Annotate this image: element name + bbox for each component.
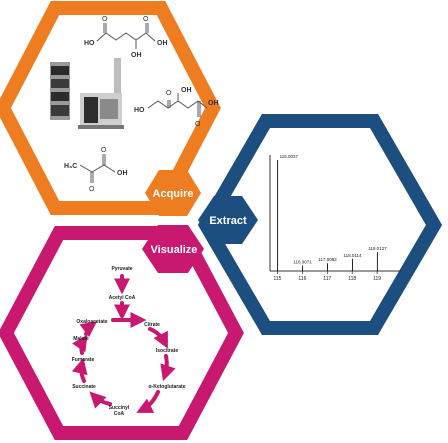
mol-top-oh-sub: OH xyxy=(131,52,142,59)
mol-bot-o-bottom: O xyxy=(89,186,95,193)
pathway-oxaloacetate: Oxaloacetate xyxy=(76,319,107,325)
arrow-citrate-isocitrate xyxy=(148,327,168,349)
hub-acquire-hexagon xyxy=(145,170,201,216)
hub-extract-hexagon xyxy=(198,196,258,244)
arrow-isocitrate-keto xyxy=(160,354,176,382)
arrow-succinyl-succinate xyxy=(89,391,112,409)
mol-bot-h3c: H₃C xyxy=(64,163,77,170)
mol-mid-oh-top: OH xyxy=(181,87,192,94)
hub-visualize-hexagon xyxy=(142,225,204,273)
arrow-malate-oxalo xyxy=(79,321,98,338)
mol-top-o1: O xyxy=(102,16,108,23)
spectrum-tick-label-3: 118 xyxy=(348,276,356,282)
tca-cycle-arrows xyxy=(71,274,176,413)
mol-top-oh: OH xyxy=(157,40,168,47)
hub-extract: Extract xyxy=(198,196,258,244)
arrow-succinate-fumarate xyxy=(71,357,88,383)
pathway-malate: Malate xyxy=(73,336,89,342)
mol-top-o2: O xyxy=(143,16,149,23)
pathway-citrate: Citrate xyxy=(144,322,160,328)
pathway-isocitrate: Isocitrate xyxy=(156,348,178,354)
pathway-pyruvate: Pyruvate xyxy=(111,266,132,272)
spectrum-tick-label-0: 115 xyxy=(273,276,281,282)
hub-acquire: Acquire xyxy=(145,170,201,216)
mol-bot-oh: OH xyxy=(117,170,128,177)
spectrum-peak-label-4: 119.0127 xyxy=(368,246,387,251)
pathway-succinate: Succinate xyxy=(72,384,96,390)
molecule-bottom xyxy=(79,154,116,183)
mol-bot-o: O xyxy=(101,147,107,154)
mol-mid-o-bottom: O xyxy=(195,121,201,128)
spectrum-tick-label-4: 119 xyxy=(373,276,381,282)
molecule-top xyxy=(96,23,156,49)
pathway-ketoglutarate: α-Ketoglutarate xyxy=(149,384,186,390)
spectrum-peaks: 115.0037 116.0071 117.0082 118.0114 119.0127 xyxy=(277,154,387,271)
hub-visualize-label: Visualize xyxy=(151,244,198,256)
mol-top-ho: HO xyxy=(84,40,95,47)
mass-spectrum: 115.0037 116.0071 117.0082 118.0114 119.0127… xyxy=(269,154,402,282)
spectrum-peak-label-3: 118.0114 xyxy=(343,253,362,258)
spectrum-ticks: 115 116 117 118 119 xyxy=(273,271,381,282)
visualize-panel: Pyruvate Acetyl CoA Oxaloacetate Citrate… xyxy=(0,226,244,440)
pathway-succinyl-coa-line1: Succinyl xyxy=(109,405,130,411)
pathway-succinyl-coa-line2: CoA xyxy=(114,411,125,417)
hub-extract-label: Extract xyxy=(209,215,247,227)
spectrum-tick-label-2: 117 xyxy=(323,276,331,282)
visualize-hexagon xyxy=(0,226,244,440)
mol-mid-ho: HO xyxy=(134,107,145,114)
mol-mid-oh: OH xyxy=(208,100,219,107)
molecule-middle xyxy=(147,93,208,117)
arrow-fumarate-malate xyxy=(72,334,88,355)
spectrum-peak-label-1: 116.0071 xyxy=(293,259,312,264)
arrow-keto-succinyl xyxy=(136,390,160,413)
mol-mid-o: O xyxy=(166,90,172,97)
spectrum-peak-label-2: 117.0082 xyxy=(318,257,337,262)
spectrum-tick-label-1: 116 xyxy=(298,276,306,282)
pathway-acetyl-coa: Acetyl CoA xyxy=(109,295,136,301)
hub-visualize: Visualize xyxy=(142,225,204,273)
pathway-fumarate: Fumarate xyxy=(72,357,95,363)
lc-ms-instrument-icon xyxy=(50,58,124,129)
spectrum-peak-label-0: 115.0037 xyxy=(280,154,299,159)
hub-acquire-label: Acquire xyxy=(153,188,194,200)
